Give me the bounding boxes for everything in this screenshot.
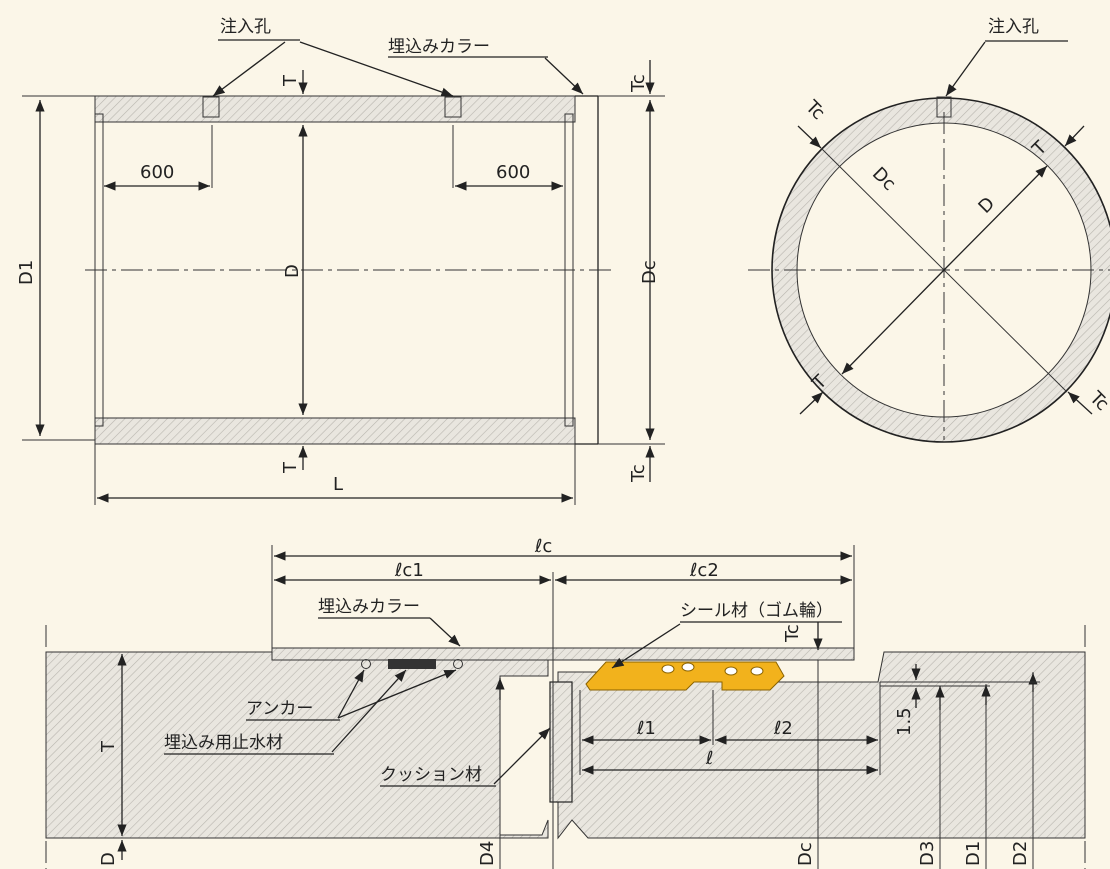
embedded-waterstop-label: 埋込み用止水材	[164, 733, 283, 753]
embedded-collar-label-detail: 埋込みカラー	[318, 597, 420, 617]
injection-hole-right-plug	[444, 96, 462, 118]
dim-t-detail: T	[98, 740, 119, 753]
collar-leader	[544, 57, 584, 95]
waterstop-leader	[331, 669, 407, 753]
t-arrow-lower-left	[799, 391, 824, 415]
dim-lc1: ℓc1	[394, 560, 424, 581]
d-radius-line	[943, 165, 1048, 271]
dim-d1: D1	[16, 260, 37, 285]
embedded-collar-plate	[271, 647, 855, 661]
joint-detail-view: ℓc ℓc1 ℓc2 埋込みカラー シール材（ゴム輪） Tc T D アンカー …	[45, 536, 1086, 869]
left-pipe-section	[45, 651, 549, 839]
anchor-leader-1	[337, 669, 365, 719]
dim-l-detail: ℓ	[705, 748, 713, 769]
seal-hole-4	[750, 666, 764, 676]
anchor-leader-2	[337, 669, 457, 719]
injection-hole-label: 注入孔	[220, 17, 271, 37]
dim-d2: D2	[1010, 841, 1031, 866]
dim-tc-top: Tc	[628, 74, 649, 93]
pipe-wall-top	[94, 95, 576, 123]
tc-arrow-upper-left	[797, 125, 822, 149]
embedded-collar-label-top: 埋込みカラー	[388, 37, 490, 57]
injection-leader-1	[212, 41, 286, 97]
injection-hole-plug-right	[936, 96, 952, 118]
dim-t-top: T	[280, 74, 301, 87]
dim-tc-bottom: Tc	[628, 464, 649, 483]
pipe-wall-bottom	[94, 417, 576, 445]
anchor-left	[361, 659, 371, 669]
t-arrow-upper-right	[1064, 125, 1085, 147]
injection-leader-right	[945, 41, 986, 97]
dim-1-5: 1.5	[894, 707, 915, 736]
seal-hole-3	[724, 666, 738, 676]
seal-hole-1	[661, 664, 675, 674]
cross-section-view: 注入孔 Tc Dc D T T Tc	[748, 17, 1110, 443]
dim-t-bottom: T	[280, 461, 301, 474]
dim-dc-detail: Dc	[795, 842, 816, 866]
anchor-label: アンカー	[246, 699, 313, 719]
seal-material-label: シール材（ゴム輪）	[680, 600, 833, 621]
injection-leader-2	[299, 41, 454, 97]
dim-lc2: ℓc2	[689, 560, 719, 581]
dim-d1-detail: D1	[963, 841, 984, 866]
dim-l2: ℓ2	[773, 718, 793, 739]
anchor-right	[453, 659, 463, 669]
dim-dc-side: Dc	[639, 260, 660, 284]
injection-hole-label-right: 注入孔	[988, 17, 1039, 37]
cushion-material-label: クッション材	[380, 765, 482, 785]
dim-600-right: 600	[496, 162, 530, 183]
cushion-leader	[493, 727, 551, 785]
seal-leader	[611, 623, 681, 669]
side-view: 注入孔 埋込みカラー 600 600 D1 D T T Dc Tc Tc L	[16, 17, 665, 505]
cushion-material	[549, 681, 573, 803]
dim-lc: ℓc	[534, 536, 552, 557]
dim-tc-upper-left: Tc	[801, 96, 829, 124]
dim-d4: D4	[477, 841, 498, 866]
dim-l1: ℓ1	[636, 718, 656, 739]
dim-tc-detail: Tc	[782, 624, 803, 643]
seal-hole-2	[681, 662, 695, 672]
dim-d-detail: D	[98, 852, 119, 866]
embedded-waterstop	[388, 659, 436, 669]
dim-d-side: D	[282, 264, 303, 278]
dc-diagonal-line	[821, 148, 1068, 393]
d-radius-line-lower	[841, 269, 945, 375]
dim-600-left: 600	[140, 162, 174, 183]
injection-hole-left-plug	[202, 96, 220, 118]
tc-arrow-lower-right	[1067, 391, 1093, 415]
dim-l: L	[333, 474, 343, 495]
collar-leader-detail	[429, 617, 461, 647]
dim-d3: D3	[917, 841, 938, 866]
